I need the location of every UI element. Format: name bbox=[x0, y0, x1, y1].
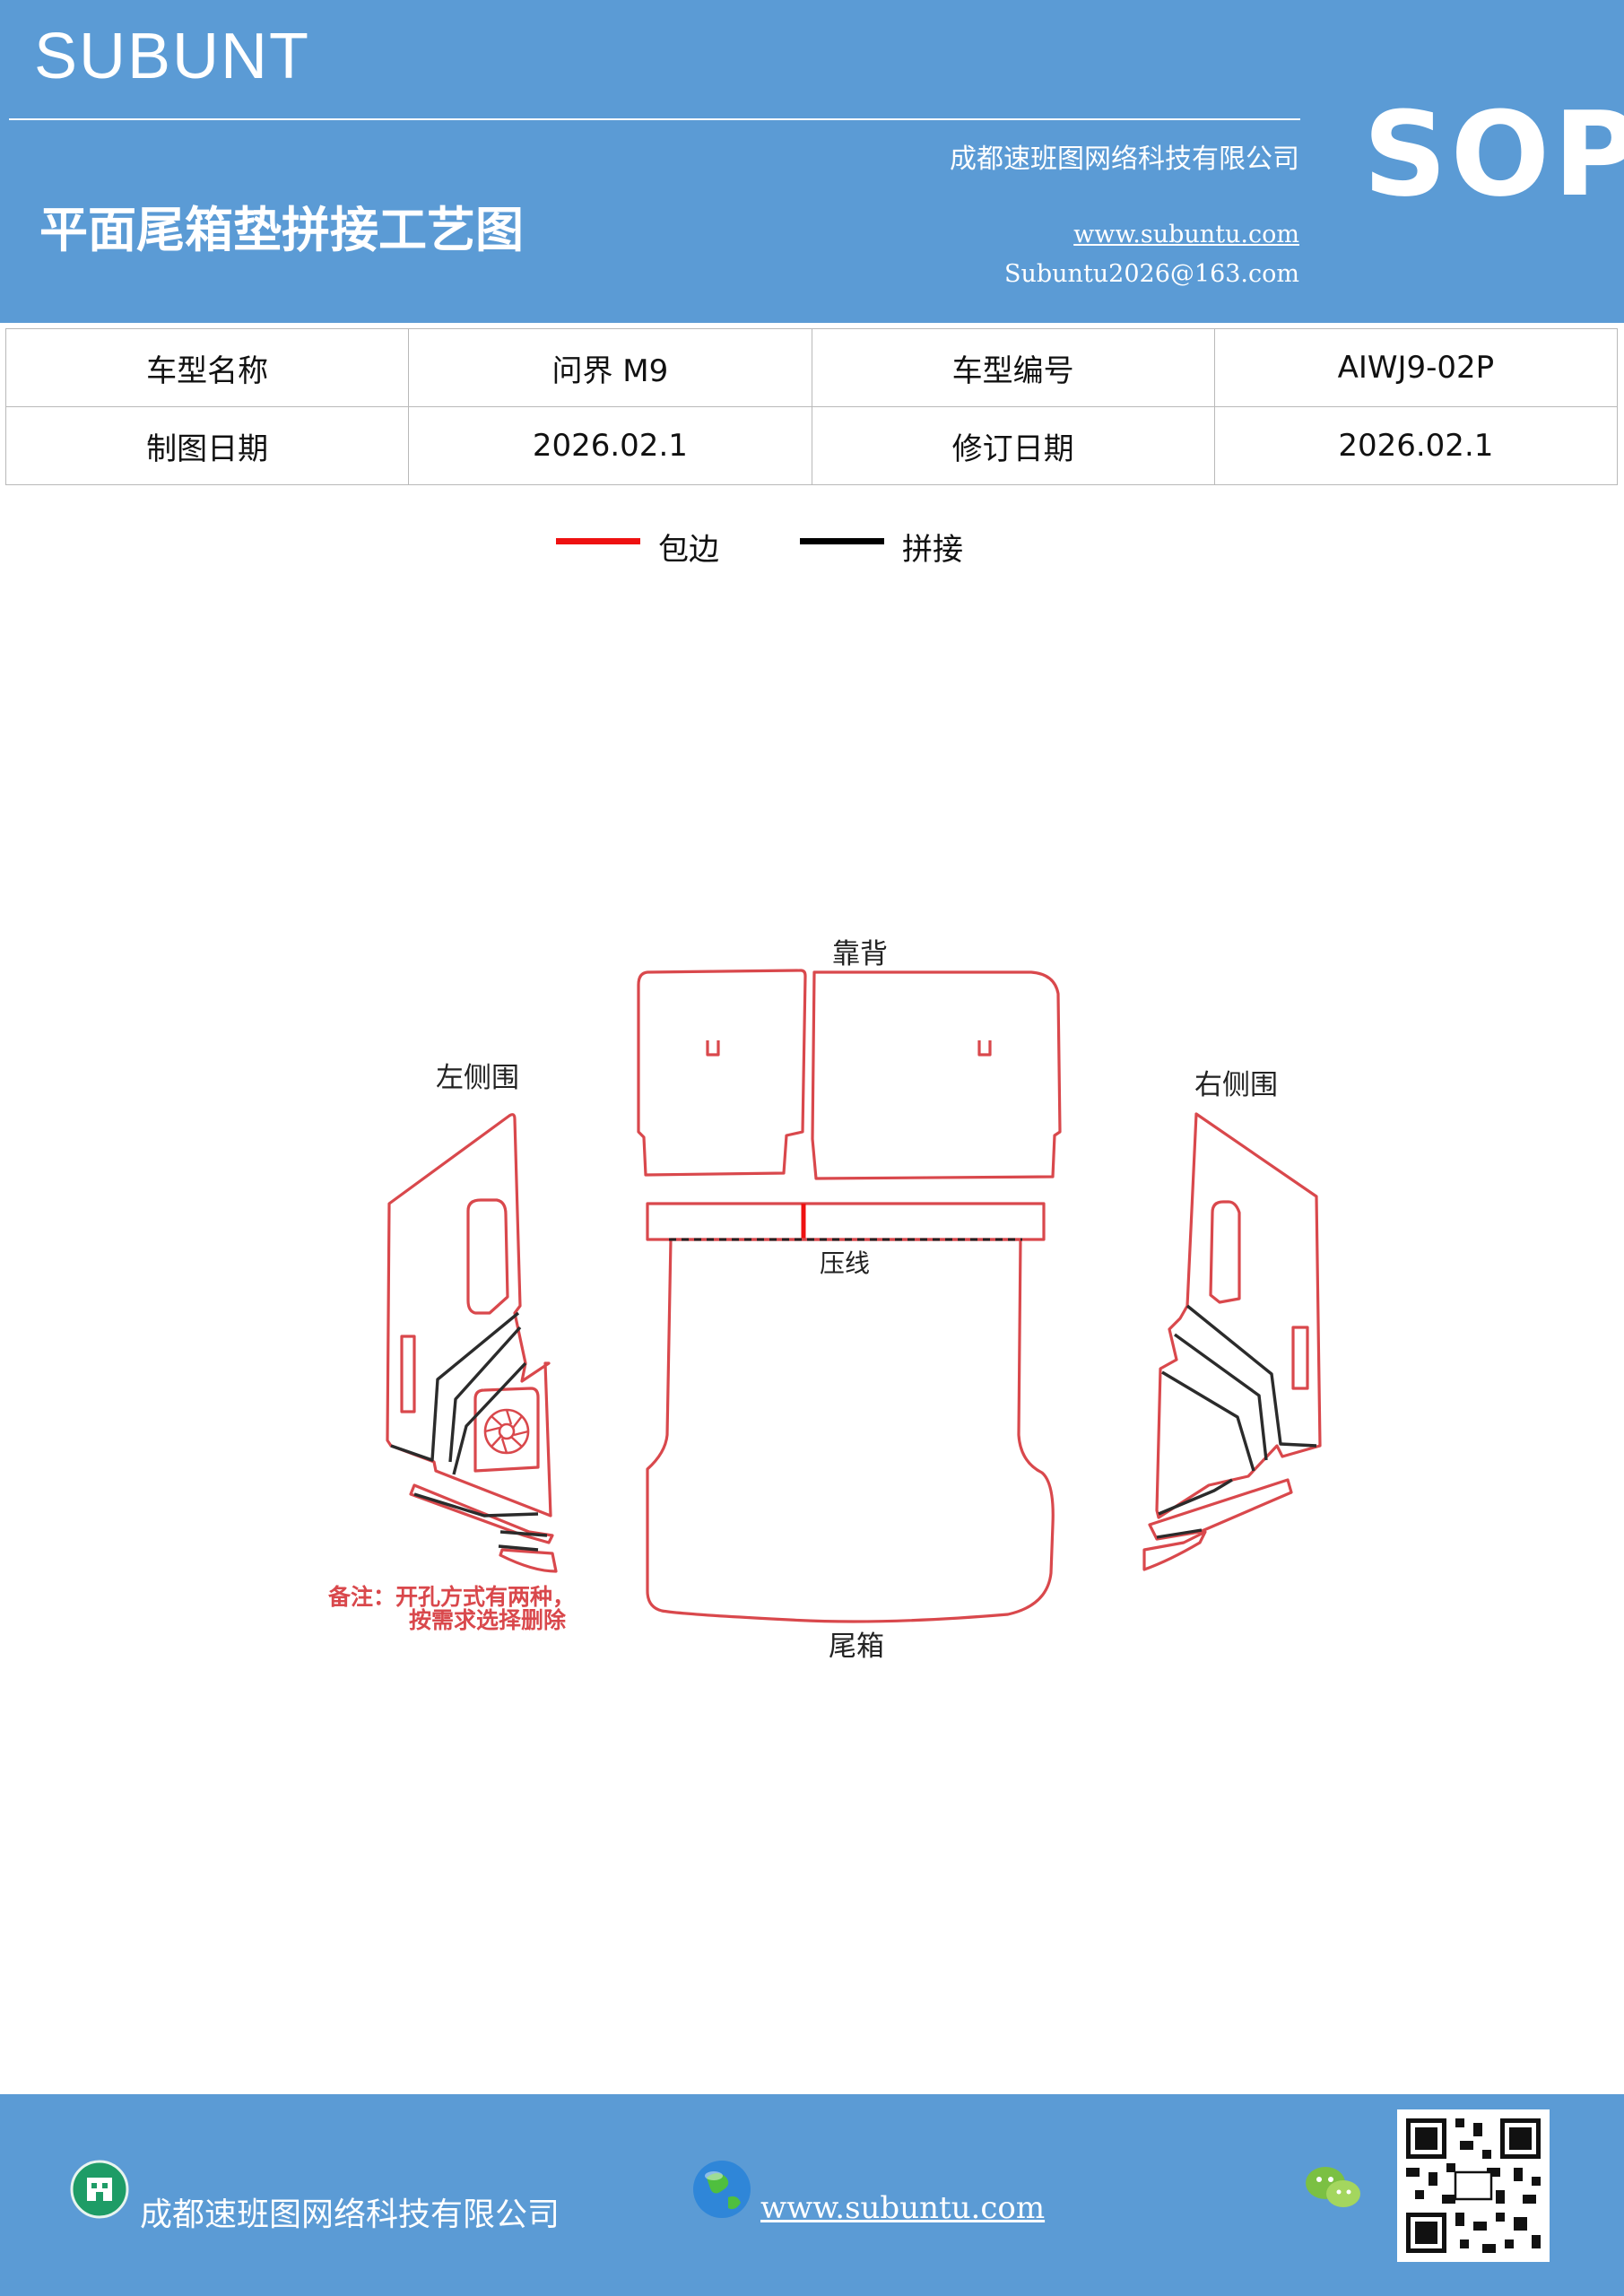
label-trunk: 尾箱 bbox=[829, 1631, 884, 1663]
right-splice-line-4 bbox=[1158, 1478, 1233, 1516]
legend-splice-label: 拼接 bbox=[902, 532, 963, 568]
left-side-fan-blades bbox=[484, 1409, 529, 1454]
left-side-fan-box bbox=[473, 1387, 540, 1473]
right-splice-line-1 bbox=[1185, 1304, 1317, 1448]
left-side-fan-hub bbox=[498, 1422, 516, 1440]
page-title: 平面尾箱垫拼接工艺图 bbox=[39, 202, 524, 258]
right-side-panel bbox=[1155, 1112, 1322, 1519]
left-side-window bbox=[466, 1198, 509, 1315]
brand-name: SUBUNT bbox=[34, 21, 311, 92]
header-website-link[interactable]: www.subuntu.com bbox=[1073, 221, 1299, 248]
table-cell: AIWJ9-02P bbox=[1213, 328, 1619, 407]
label-left-side: 左侧围 bbox=[436, 1062, 519, 1094]
header-company: 成都速班图网络科技有限公司 bbox=[950, 144, 1299, 175]
table-cell: 修订日期 bbox=[811, 406, 1215, 485]
sop-badge: SOP bbox=[1363, 86, 1624, 222]
right-splice-line-2 bbox=[1174, 1333, 1268, 1461]
trunk-floor bbox=[646, 1238, 1055, 1623]
left-splice-line-5 bbox=[499, 1530, 548, 1537]
left-side-tail bbox=[499, 1548, 558, 1573]
legend-edge-swatch bbox=[556, 538, 640, 544]
backrest-left-slot bbox=[706, 1040, 720, 1057]
label-crease: 压线 bbox=[820, 1248, 870, 1278]
backrest-right-slot bbox=[977, 1040, 992, 1057]
left-splice-line-6 bbox=[498, 1544, 539, 1552]
table-cell: 制图日期 bbox=[4, 406, 410, 485]
header-divider bbox=[9, 118, 1300, 120]
backrest-left-panel bbox=[637, 969, 807, 1177]
right-splice-line-5 bbox=[1156, 1528, 1203, 1539]
left-splice-line-4 bbox=[413, 1492, 539, 1518]
legend-splice-swatch bbox=[800, 538, 884, 544]
right-side-lower-strip bbox=[1148, 1478, 1293, 1541]
table-cell: 2026.02.1 bbox=[1213, 406, 1619, 485]
table-cell: 问界 M9 bbox=[408, 328, 812, 407]
left-side-panel bbox=[386, 1113, 552, 1518]
footer-website-link[interactable]: www.subuntu.com bbox=[760, 2190, 1046, 2226]
wechat-icon[interactable] bbox=[1302, 2161, 1365, 2215]
header-banner bbox=[0, 0, 1624, 323]
left-splice-line-1 bbox=[390, 1311, 520, 1462]
label-backrest: 靠背 bbox=[832, 938, 888, 970]
qr-code-icon bbox=[1397, 2109, 1550, 2262]
legend-edge-label: 包边 bbox=[658, 532, 719, 568]
right-side-tail bbox=[1142, 1530, 1207, 1571]
label-right-side: 右侧围 bbox=[1194, 1069, 1278, 1101]
left-side-slot bbox=[400, 1335, 416, 1413]
building-icon bbox=[70, 2160, 129, 2219]
left-splice-line-2 bbox=[448, 1326, 522, 1463]
trunk-mat-diagram: 靠背 左侧围 右侧围 压线 尾箱 备注：开孔方式有两种， 按需求选择删除 bbox=[327, 938, 1322, 1663]
globe-icon bbox=[693, 2161, 751, 2218]
table-cell: 2026.02.1 bbox=[408, 406, 812, 485]
info-table: 车型名称 问界 M9 车型编号 AIWJ9-02P 制图日期 2026.02.1… bbox=[4, 328, 1619, 485]
table-cell: 车型名称 bbox=[4, 328, 410, 407]
left-splice-line-3 bbox=[452, 1361, 527, 1475]
footer-company: 成都速班图网络科技有限公司 bbox=[140, 2196, 560, 2233]
note-line-1: 备注：开孔方式有两种， bbox=[327, 1584, 575, 1610]
right-side-slot bbox=[1291, 1326, 1309, 1390]
right-splice-line-3 bbox=[1161, 1370, 1255, 1472]
backrest-right-panel bbox=[811, 970, 1062, 1180]
table-cell: 车型编号 bbox=[811, 328, 1215, 407]
left-side-lower-strip bbox=[409, 1483, 554, 1544]
note-line-2: 按需求选择删除 bbox=[409, 1607, 567, 1633]
right-side-window bbox=[1209, 1200, 1241, 1304]
crease-strip bbox=[646, 1202, 1046, 1241]
header-email[interactable]: Subuntu2026@163.com bbox=[1004, 260, 1299, 288]
table-row: 制图日期 2026.02.1 修订日期 2026.02.1 bbox=[4, 406, 1619, 485]
table-row: 车型名称 问界 M9 车型编号 AIWJ9-02P bbox=[4, 328, 1619, 407]
